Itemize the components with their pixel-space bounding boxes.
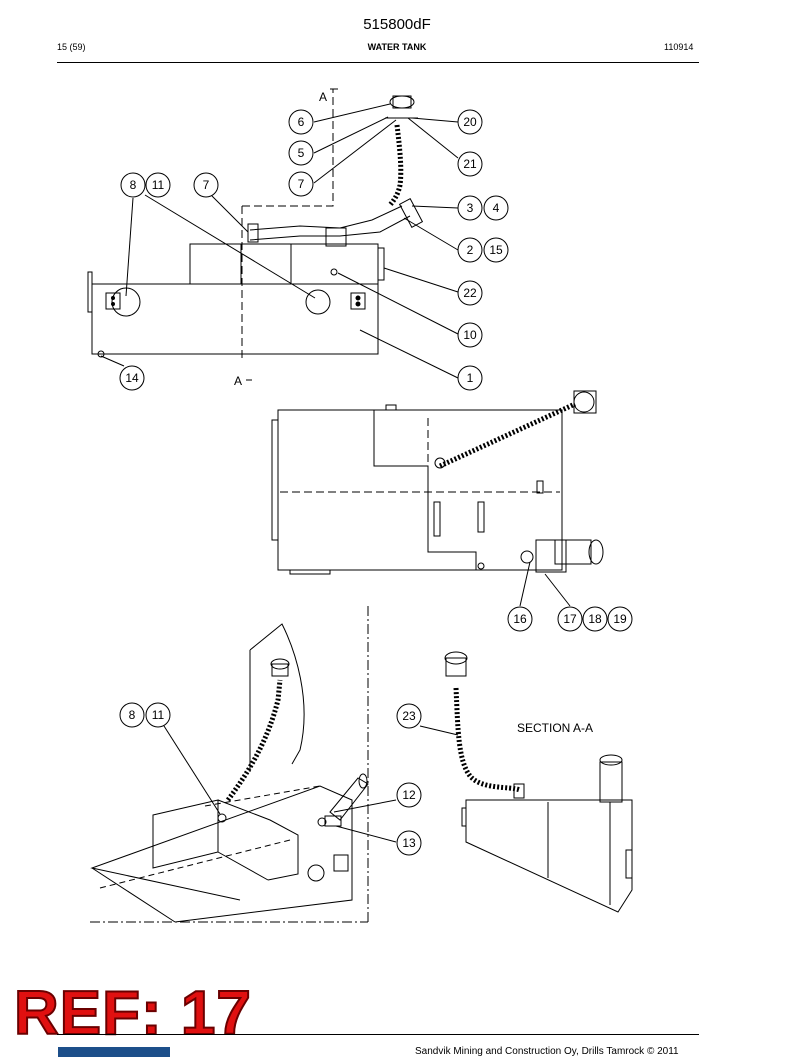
- callout-23: 23: [402, 709, 416, 723]
- callout-5: 5: [298, 146, 305, 160]
- tank-upper-box: [189, 243, 379, 285]
- callout-circle: [396, 782, 422, 808]
- callout-circle: [457, 237, 483, 263]
- callout-1: 1: [467, 371, 474, 385]
- reference-stamp: REF: 17: [13, 979, 252, 1048]
- section-view: [419, 651, 633, 913]
- side-view: [87, 88, 459, 381]
- callout-circle: [557, 606, 583, 632]
- callout-circle: [288, 171, 314, 197]
- section-marker-bottom: A: [234, 374, 242, 388]
- callout-10: 10: [463, 328, 477, 342]
- callout-circle: [507, 606, 533, 632]
- callout-16: 16: [513, 612, 527, 626]
- callout-circle: [193, 172, 219, 198]
- section-marker-top: A: [319, 90, 327, 104]
- callout-circles: [119, 109, 633, 856]
- page-number: 15 (59): [57, 42, 86, 52]
- callout-6: 6: [298, 115, 305, 129]
- section-title: WATER TANK: [367, 42, 427, 52]
- footer-copyright: Sandvik Mining and Construction Oy, Dril…: [415, 1046, 679, 1057]
- callout-circle: [120, 172, 146, 198]
- callout-circle: [396, 830, 422, 856]
- callout-21: 21: [463, 157, 477, 171]
- callout-circle: [483, 195, 509, 221]
- callout-14: 14: [125, 371, 139, 385]
- section-label: SECTION A-A: [517, 721, 593, 735]
- callout-circle: [288, 140, 314, 166]
- callout-circle: [145, 702, 171, 728]
- callout-7b: 7: [203, 178, 210, 192]
- tank-top-outline: [277, 409, 563, 571]
- callout-circle: [145, 172, 171, 198]
- callout-19: 19: [613, 612, 627, 626]
- callout-13: 13: [402, 836, 416, 850]
- callout-circle: [483, 237, 509, 263]
- callout-2: 2: [467, 243, 474, 257]
- callout-11b: 11: [152, 708, 165, 722]
- callout-7: 7: [298, 177, 305, 191]
- document-number: 515800dF: [363, 16, 431, 33]
- sandvik-logo: [58, 1047, 170, 1057]
- callout-circle: [457, 280, 483, 306]
- callout-circle: [457, 195, 483, 221]
- callout-3: 3: [467, 201, 474, 215]
- callout-circle: [457, 365, 483, 391]
- header-rule: [57, 62, 699, 63]
- callout-12: 12: [402, 788, 416, 802]
- plug: [330, 268, 338, 276]
- callout-8b: 8: [129, 708, 136, 722]
- callout-circle: [582, 606, 608, 632]
- callout-20: 20: [463, 115, 477, 129]
- flange-right: [305, 289, 331, 315]
- tank-body-side: [91, 283, 379, 355]
- footer-rule: [57, 1034, 699, 1035]
- callout-4: 4: [493, 201, 500, 215]
- callout-circle: [457, 322, 483, 348]
- callout-22: 22: [463, 286, 477, 300]
- flange-left: [111, 287, 141, 317]
- callout-8: 8: [130, 178, 137, 192]
- callout-circle: [119, 365, 145, 391]
- callout-11: 11: [152, 178, 165, 192]
- callout-circle: [457, 151, 483, 177]
- callout-18: 18: [588, 612, 602, 626]
- top-view: [271, 390, 604, 607]
- callout-circle: [457, 109, 483, 135]
- callout-circle: [396, 703, 422, 729]
- callout-circle: [119, 702, 145, 728]
- date-code: 110914: [664, 42, 694, 52]
- callout-labels: 6 5 7 8 11 7 20 21 3 4 2 15 22 10 1 14 1…: [125, 90, 627, 850]
- callout-circle: [288, 109, 314, 135]
- callout-circle: [607, 606, 633, 632]
- callout-15: 15: [489, 243, 503, 257]
- isometric-view: [90, 606, 397, 923]
- callout-17: 17: [563, 612, 577, 626]
